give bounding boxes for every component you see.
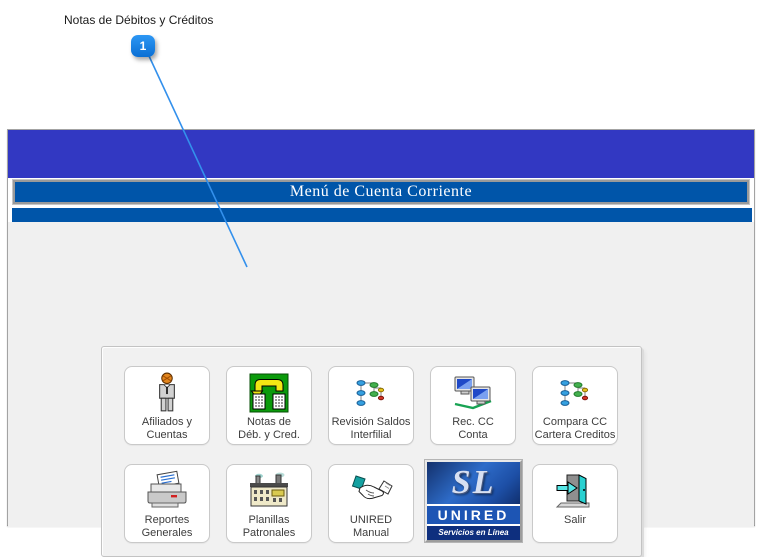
- button-notas-de-deb-y-cred[interactable]: Notas de Déb. y Cred.: [226, 366, 312, 445]
- handshake-icon: [348, 468, 394, 514]
- window-body: Afiliados y Cuentas: [8, 222, 754, 557]
- factory-icon: [247, 468, 291, 514]
- button-label: Salir: [563, 514, 586, 526]
- menu-panel: Afiliados y Cuentas: [101, 346, 642, 557]
- button-salir[interactable]: Salir: [532, 464, 618, 543]
- window-title: Menú de Cuenta Corriente: [289, 183, 473, 200]
- button-unired-manual[interactable]: UNIRED Manual: [328, 464, 414, 543]
- button-label: Notas de Déb. y Cred.: [238, 416, 300, 441]
- button-rec-cc-conta[interactable]: Rec. CC Conta: [430, 366, 516, 445]
- header-band: [8, 130, 754, 178]
- callout-badge-1: 1: [131, 35, 155, 57]
- button-afiliados-y-cuentas[interactable]: Afiliados y Cuentas: [124, 366, 210, 445]
- unired-logo-tile[interactable]: SL UNIRED Servicios en Línea: [425, 460, 522, 542]
- unired-logo-icon: SL: [427, 462, 520, 504]
- button-revision-saldos-interfilial[interactable]: Revisión Saldos Interfilial: [328, 366, 414, 445]
- logo-name: UNIRED: [427, 504, 520, 526]
- button-label: UNIRED Manual: [349, 514, 393, 539]
- title-bar: Menú de Cuenta Corriente: [15, 182, 747, 202]
- title-frame: Menú de Cuenta Corriente: [12, 179, 750, 205]
- printer-icon: [144, 468, 190, 514]
- button-label: Rec. CC Conta: [452, 416, 494, 441]
- logo-tagline: Servicios en Línea: [427, 526, 520, 540]
- button-planillas-patronales[interactable]: Planillas Patronales: [226, 464, 312, 543]
- networked-computers-icon: [451, 370, 495, 416]
- logo-initials: SL: [451, 464, 496, 501]
- app-window: Menú de Cuenta Corriente A: [7, 129, 755, 557]
- button-reportes-generales[interactable]: Reportes Generales: [124, 464, 210, 543]
- button-label: Reportes Generales: [141, 514, 193, 539]
- button-label: Afiliados y Cuentas: [141, 416, 193, 441]
- annotation-label: Notas de Débitos y Créditos: [64, 13, 214, 27]
- button-label: Compara CC Cartera Creditos: [534, 416, 616, 441]
- button-label: Planillas Patronales: [242, 514, 296, 539]
- debit-credit-notes-icon: [249, 370, 289, 416]
- button-compara-cc-cartera-creditos[interactable]: Compara CC Cartera Creditos: [532, 366, 618, 445]
- exit-door-icon: [555, 468, 595, 514]
- button-label: Revisión Saldos Interfilial: [331, 416, 411, 441]
- person-icon: [154, 370, 180, 416]
- sub-title-bar: [12, 208, 752, 222]
- hierarchy-tree-icon: [557, 370, 593, 416]
- hierarchy-tree-icon: [353, 370, 389, 416]
